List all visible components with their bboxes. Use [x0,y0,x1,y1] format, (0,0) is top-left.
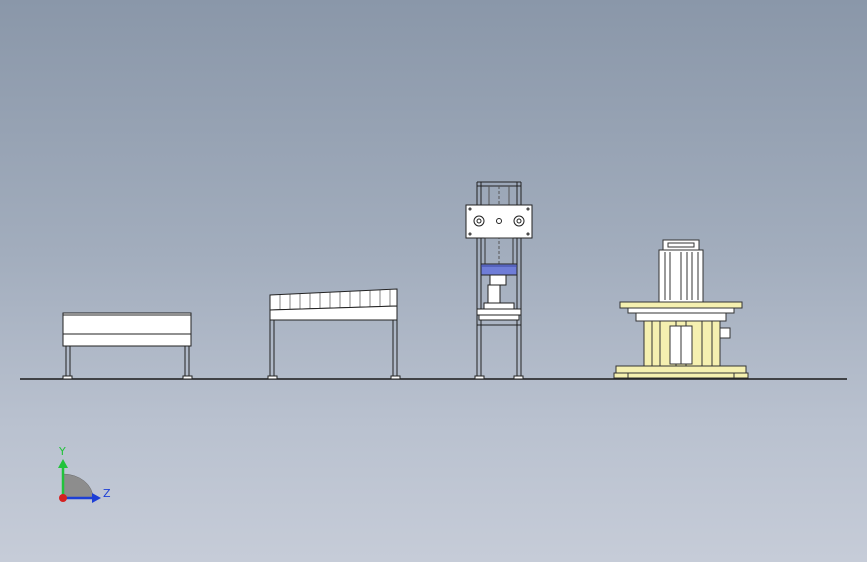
inclined-roller-conveyor[interactable] [267,288,401,380]
triad-x-axis [59,494,67,502]
flat-conveyor-table[interactable] [62,312,193,380]
triad-y-label: Y [58,445,66,458]
press-station[interactable] [465,181,533,380]
triad-z-arrow [92,493,101,503]
triad-y-arrow [58,459,68,468]
triad-z-label: Z [103,487,111,500]
triad-xz-plane [62,473,94,499]
rotary-indexing-table[interactable] [613,239,749,379]
orientation-triad[interactable]: Y Z [58,445,111,503]
